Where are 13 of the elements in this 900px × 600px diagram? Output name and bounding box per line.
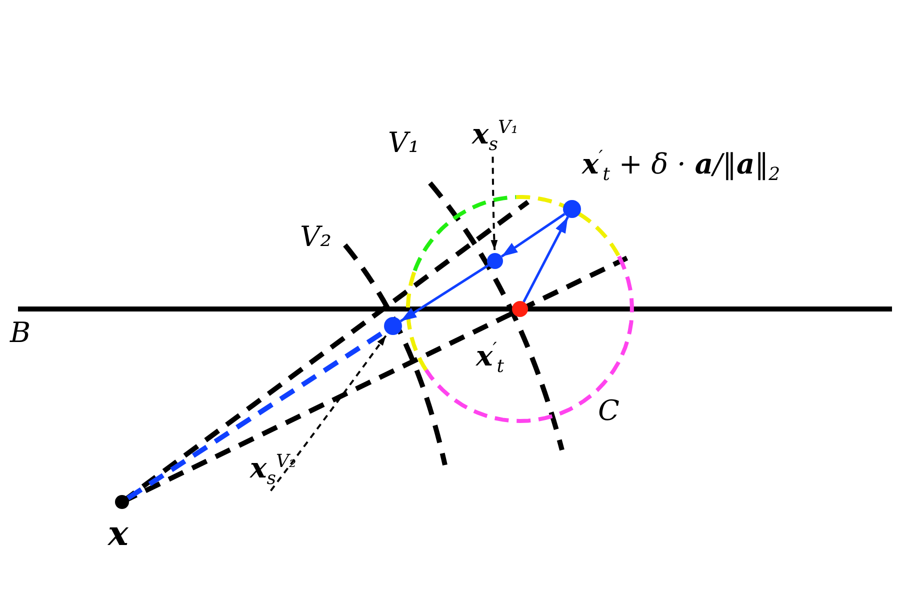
leader-line bbox=[490, 156, 498, 250]
leader-line bbox=[270, 335, 387, 492]
arrow bbox=[522, 216, 569, 302]
arrow bbox=[500, 213, 566, 258]
arrow bbox=[400, 264, 489, 322]
math-label: V₂ bbox=[300, 222, 332, 253]
math-label: C bbox=[598, 396, 620, 427]
math-label: x$^{′}$$_{t}$ + δ · a/‖a‖$_{2}$ bbox=[582, 148, 780, 185]
math-label: V₁ bbox=[388, 128, 420, 159]
point-dot bbox=[487, 253, 503, 269]
math-label: x bbox=[108, 516, 128, 554]
point-dot bbox=[384, 317, 402, 335]
math-label: B bbox=[10, 318, 31, 349]
